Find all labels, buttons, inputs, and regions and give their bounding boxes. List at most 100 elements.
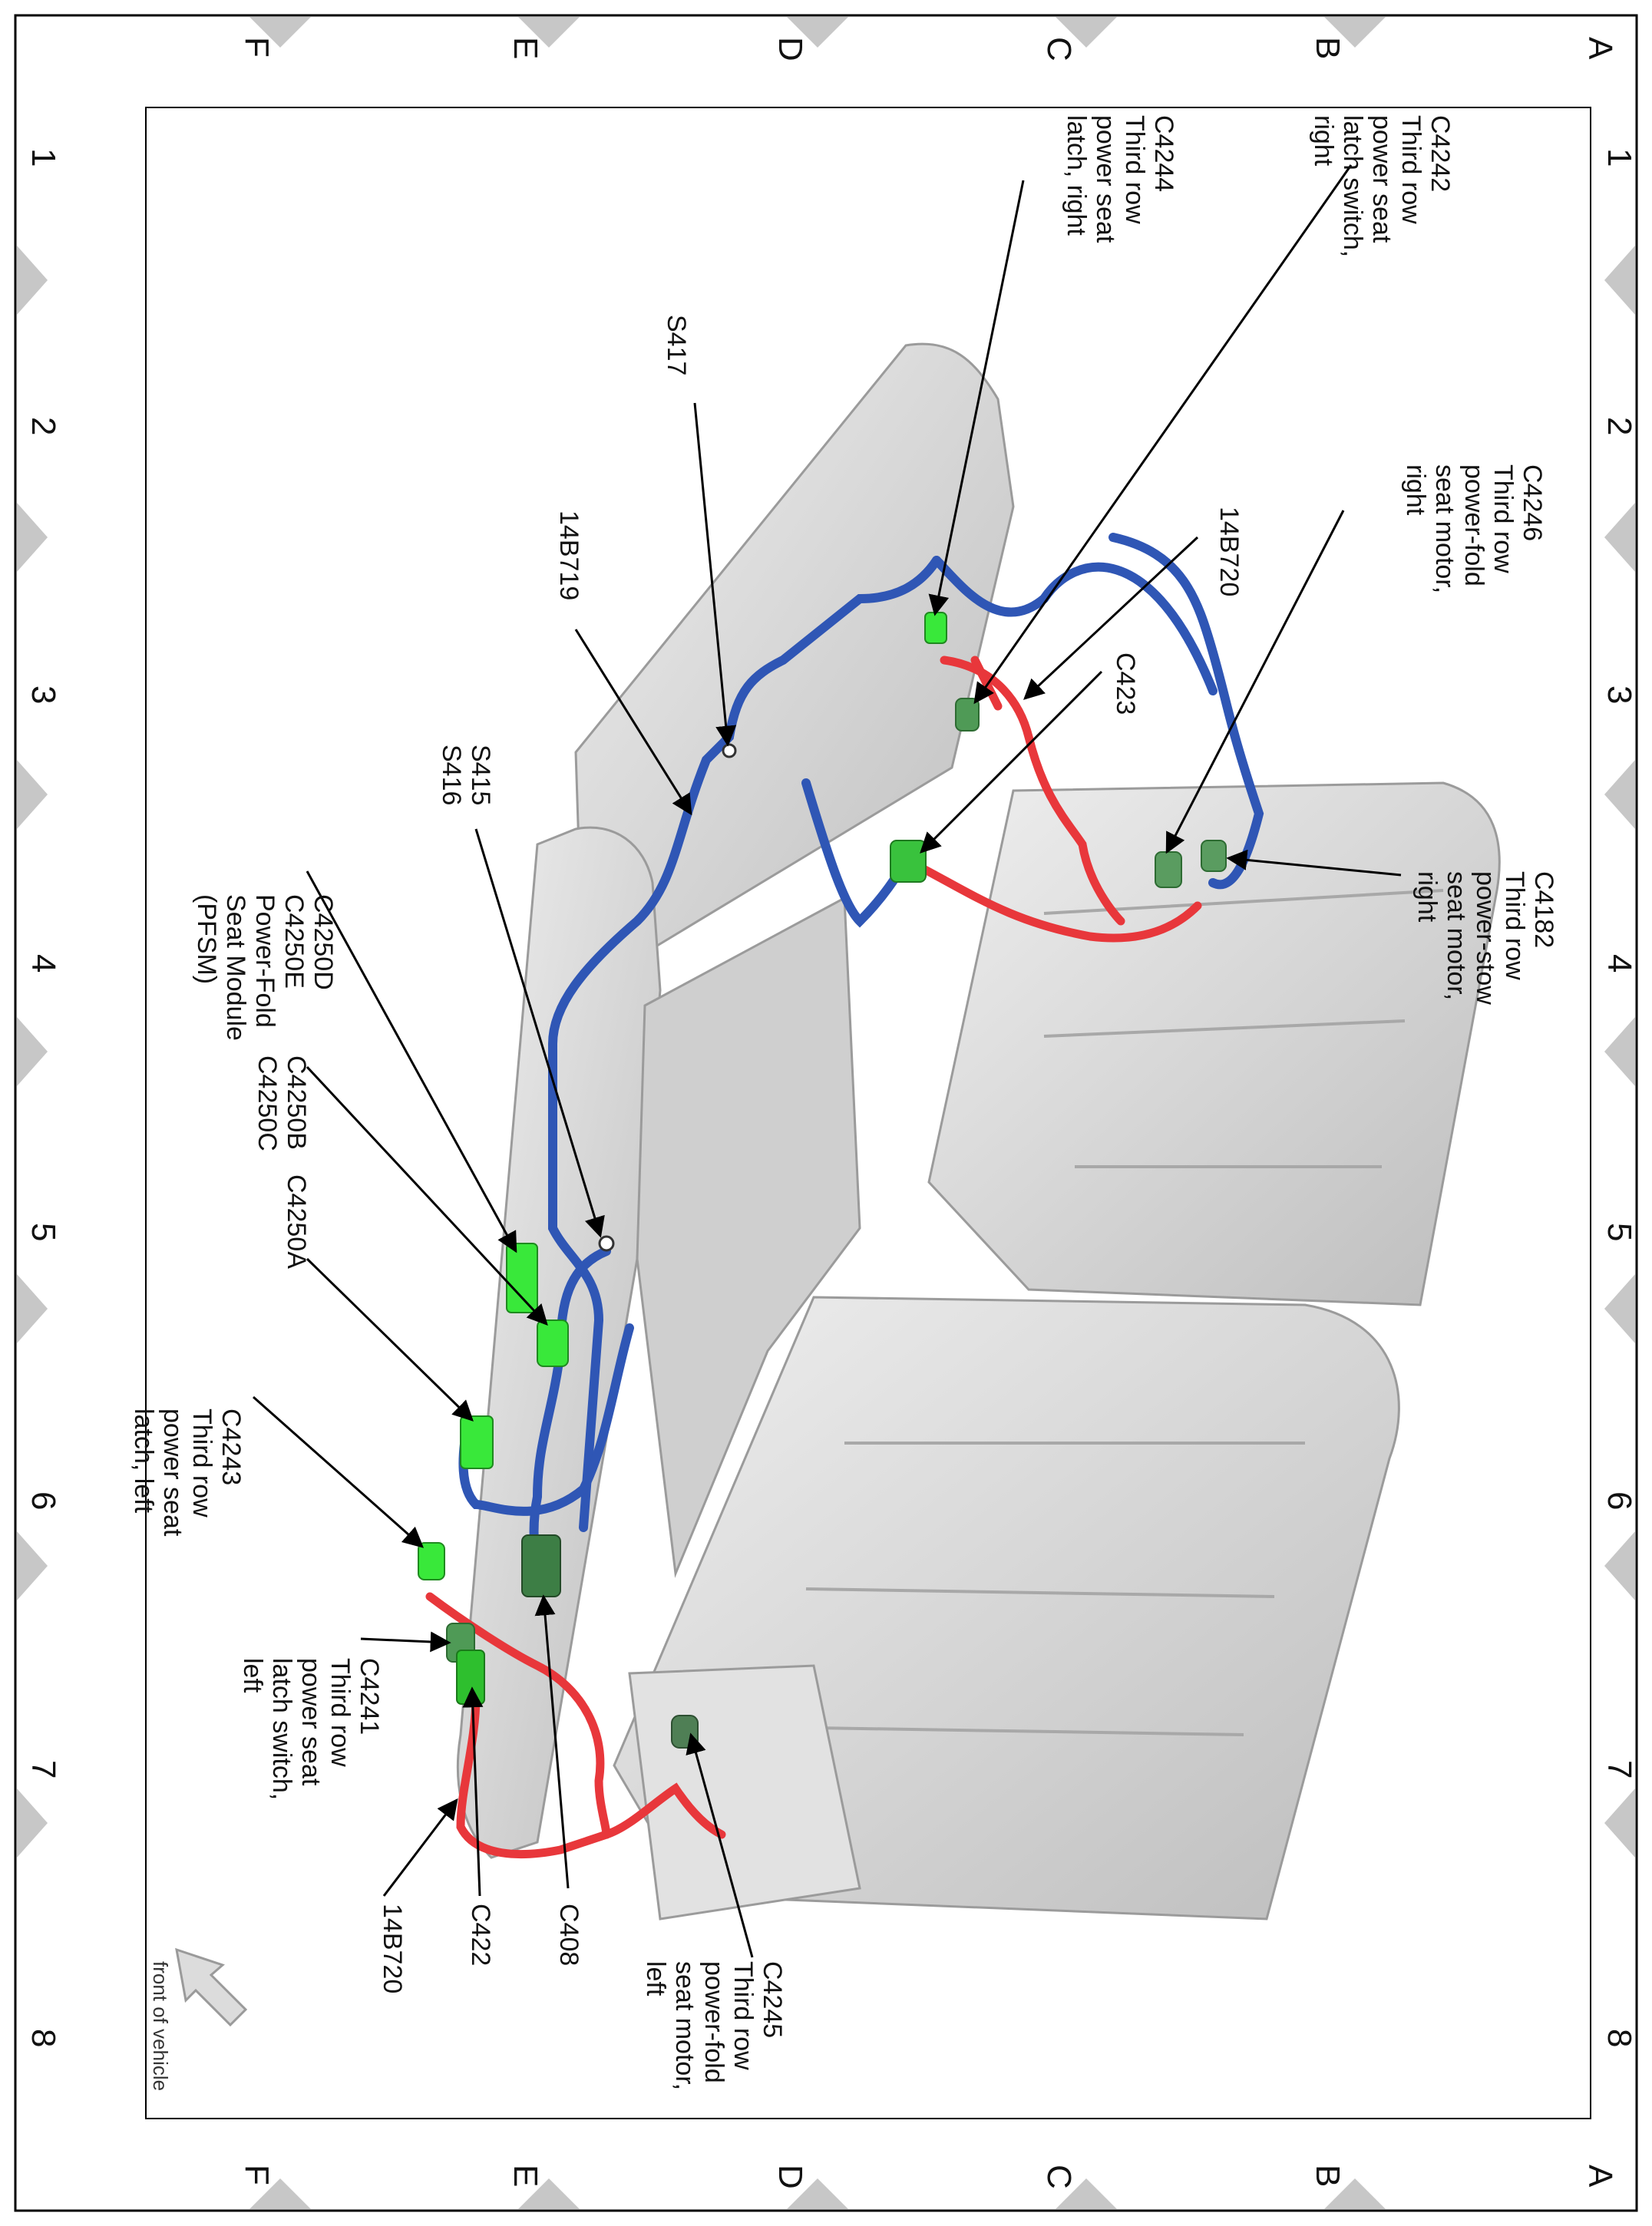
connector-c408 xyxy=(521,1534,561,1597)
label-c4242-line-3: latch switch, xyxy=(1338,115,1367,257)
grid-row-top-B: B xyxy=(1309,37,1346,59)
leader-lines xyxy=(253,164,1402,1958)
outer-border xyxy=(14,14,1638,2212)
grid-marker-top-0 xyxy=(249,17,311,48)
grid-row-bottom-A: A xyxy=(1581,2165,1619,2188)
label-b720_top: 14B720 xyxy=(1214,507,1244,596)
label-c4182-line-2: power-stow xyxy=(1471,871,1500,1005)
label-c4246-line-2: power-fold xyxy=(1459,464,1488,586)
label-b720_bottom: 14B720 xyxy=(378,1904,407,1993)
grid-col-right-1: 1 xyxy=(1601,148,1638,167)
grid-marker-right-4 xyxy=(1604,1274,1635,1343)
label-c4250a: C4250A xyxy=(282,1174,311,1269)
splice-s417 xyxy=(722,743,737,758)
grid-marker-right-6 xyxy=(1604,1788,1635,1858)
grid-marker-bottom-1 xyxy=(518,2178,580,2209)
label-c4241-line-4: left xyxy=(238,1658,267,1693)
front-of-vehicle-arrow-icon xyxy=(175,1947,248,2027)
label-c423: C423 xyxy=(1111,652,1140,715)
label-b720_top-line-0: 14B720 xyxy=(1214,507,1244,596)
connector-c422 xyxy=(456,1650,485,1705)
label-c4246-line-3: seat motor, xyxy=(1430,464,1459,593)
grid-marker-bottom-3 xyxy=(1056,2178,1117,2209)
connector-c4242 xyxy=(955,698,980,732)
label-c4246-line-0: C4246 xyxy=(1518,464,1547,541)
label-c423-line-0: C423 xyxy=(1111,652,1140,715)
seat-illustration xyxy=(456,342,1501,1921)
grid-col-right-5: 5 xyxy=(1601,1223,1638,1241)
seat-cushion-left-lines xyxy=(767,1442,1305,1736)
connector-c4243 xyxy=(418,1542,445,1580)
grid-row-bottom-C: C xyxy=(1040,2165,1078,2189)
grid-marker-top-1 xyxy=(518,17,580,48)
splice-s415-s416 xyxy=(598,1235,615,1252)
label-c4182-line-4: right xyxy=(1412,871,1442,923)
grid-col-left-5: 5 xyxy=(25,1223,62,1241)
label-c4241-line-3: latch switch, xyxy=(267,1658,296,1800)
label-c4246-line-1: Third row xyxy=(1488,464,1518,573)
grid-marker-right-5 xyxy=(1604,1531,1635,1600)
grid-marker-right-0 xyxy=(1604,246,1635,315)
connector-c423 xyxy=(890,840,927,883)
grid-col-left-1: 1 xyxy=(25,148,62,167)
harness-14b720 xyxy=(425,656,1202,1859)
label-c4245-line-1: Third row xyxy=(729,1961,758,2070)
grid-col-right-4: 4 xyxy=(1601,954,1638,973)
inner-border xyxy=(145,107,1591,2119)
grid-markers xyxy=(17,17,1635,2209)
label-c4182-line-0: C4182 xyxy=(1529,871,1558,948)
label-c4244-line-0: C4244 xyxy=(1149,115,1178,192)
label-c4243-line-2: power seat xyxy=(158,1409,187,1537)
connector-c4250a xyxy=(460,1415,494,1469)
label-c4242-line-2: power seat xyxy=(1367,115,1396,243)
label-c4242-line-1: Third row xyxy=(1396,115,1426,224)
label-c4245-line-3: seat motor, xyxy=(670,1961,699,2090)
label-c4250b-line-1: C4250C xyxy=(253,1055,282,1151)
label-s415-line-1: S416 xyxy=(437,745,466,805)
label-c4244-line-2: power seat xyxy=(1091,115,1120,243)
label-s417: S417 xyxy=(662,315,691,375)
grid-row-bottom-B: B xyxy=(1309,2165,1346,2187)
grid-row-top-E: E xyxy=(507,37,544,59)
label-c4245-line-0: C4245 xyxy=(758,1961,787,2038)
grid-marker-top-3 xyxy=(1056,17,1117,48)
label-s415-line-0: S415 xyxy=(466,745,495,805)
label-b719: 14B719 xyxy=(554,510,583,600)
grid-row-top-F: F xyxy=(238,37,276,58)
label-c4241-line-2: power seat xyxy=(296,1658,325,1786)
label-c4241-line-0: C4241 xyxy=(355,1658,384,1735)
label-c4243-line-0: C4243 xyxy=(216,1409,246,1485)
label-c4242-line-4: right xyxy=(1309,115,1338,167)
grid-col-right-2: 2 xyxy=(1601,417,1638,435)
grid-marker-right-1 xyxy=(1604,503,1635,572)
grid-marker-left-4 xyxy=(17,1274,48,1343)
label-c4242-line-0: C4242 xyxy=(1426,115,1455,192)
label-c4250d-line-3: Seat Module xyxy=(221,894,250,1041)
label-c4182-line-3: seat motor, xyxy=(1442,871,1471,1000)
grid-marker-bottom-2 xyxy=(787,2178,848,2209)
grid-marker-right-2 xyxy=(1604,760,1635,829)
label-c4243-line-1: Third row xyxy=(187,1409,216,1518)
grid-marker-left-6 xyxy=(17,1788,48,1858)
grid-col-left-4: 4 xyxy=(25,954,62,973)
grid-marker-right-3 xyxy=(1604,1017,1635,1086)
connector-c4182 xyxy=(1201,840,1227,872)
grid-col-left-7: 7 xyxy=(25,1760,62,1778)
label-c4250d-line-0: C4250D xyxy=(309,894,338,990)
grid-marker-top-4 xyxy=(1324,17,1386,48)
label-c408: C408 xyxy=(554,1904,583,1966)
label-c4250d-line-1: C4250E xyxy=(279,894,309,989)
grid-col-left-6: 6 xyxy=(25,1491,62,1510)
grid-row-top-A: A xyxy=(1581,37,1619,60)
label-c4250d-line-2: Power-Fold xyxy=(250,894,279,1028)
grid-col-right-6: 6 xyxy=(1601,1491,1638,1510)
grid-col-left-8: 8 xyxy=(25,2029,62,2047)
